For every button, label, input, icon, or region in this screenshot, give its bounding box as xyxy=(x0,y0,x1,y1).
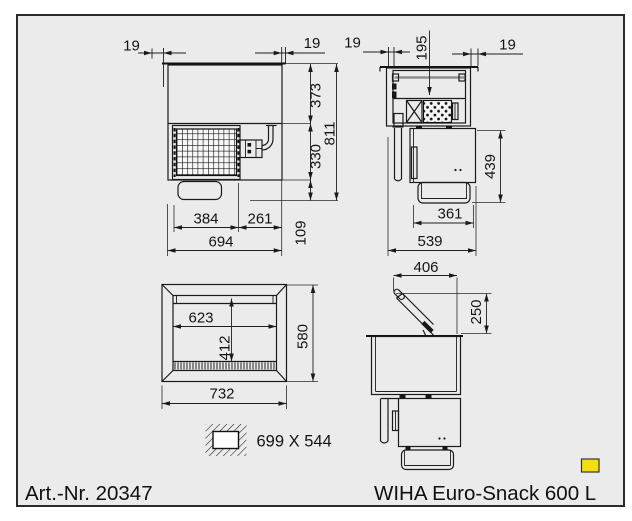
condenser-grill xyxy=(175,128,238,177)
front-dim-height-total: 580 xyxy=(295,324,312,349)
plan-dim-overhang-right: 19 xyxy=(304,35,321,52)
section-dim-overhang-left: 19 xyxy=(344,35,361,52)
front-view: 623 412 580 732 xyxy=(161,283,318,409)
plan-dim-overhang-left: 19 xyxy=(123,38,140,55)
basin-side xyxy=(370,335,462,396)
fan-box xyxy=(405,99,423,124)
plan-dim-depth-total: 811 xyxy=(322,122,339,146)
compressor-tray xyxy=(417,181,471,204)
yellow-marker xyxy=(580,458,600,473)
plan-view: 19 19 373 330 811 109 384 261 694 xyxy=(123,35,339,256)
cutout-size-label: 699 X 544 xyxy=(257,433,332,451)
side-dim-lid-width: 406 xyxy=(413,259,438,276)
section-dim-overhang-right: 19 xyxy=(499,37,516,54)
front-dim-width-total: 732 xyxy=(209,386,234,403)
compressor-tray-side xyxy=(400,449,455,471)
drain-pipe-side xyxy=(379,399,389,444)
section-view: 19 195 19 439 361 539 xyxy=(344,30,523,256)
compressor-plan xyxy=(177,180,223,201)
section-dim-machine-width: 361 xyxy=(437,206,462,223)
article-number: Art.-Nr. 20347 xyxy=(25,482,153,505)
cutout-opening xyxy=(212,430,240,450)
vent-strip xyxy=(173,362,277,370)
section-dim-basin-depth: 195 xyxy=(414,35,431,60)
product-name: WIHA Euro-Snack 600 L xyxy=(374,482,596,505)
cutout-symbol: 699 X 544 xyxy=(205,424,332,456)
plan-dim-depth-rear: 109 xyxy=(293,220,310,245)
plan-dim-width-unit: 384 xyxy=(193,211,218,228)
condenser-perforated xyxy=(422,99,453,124)
side-dim-lid-height: 250 xyxy=(468,299,485,324)
plan-dim-depth-front: 373 xyxy=(308,83,325,108)
section-dim-under-counter-height: 439 xyxy=(482,154,499,179)
pipe-elbow xyxy=(261,126,274,151)
plan-dim-depth-unit: 330 xyxy=(308,144,325,169)
front-dim-inner-height: 412 xyxy=(217,335,234,360)
front-dim-inner-width: 623 xyxy=(188,310,213,327)
section-dim-width-total: 539 xyxy=(417,233,442,250)
drain-pipe xyxy=(393,128,403,182)
plan-dim-width-total: 694 xyxy=(208,234,233,251)
plan-dim-width-rest: 261 xyxy=(247,211,272,228)
sheet-border xyxy=(16,14,625,507)
side-view: 406 250 xyxy=(366,259,492,471)
title-block: Art.-Nr. 20347 WIHA Euro-Snack 600 L xyxy=(25,458,600,505)
